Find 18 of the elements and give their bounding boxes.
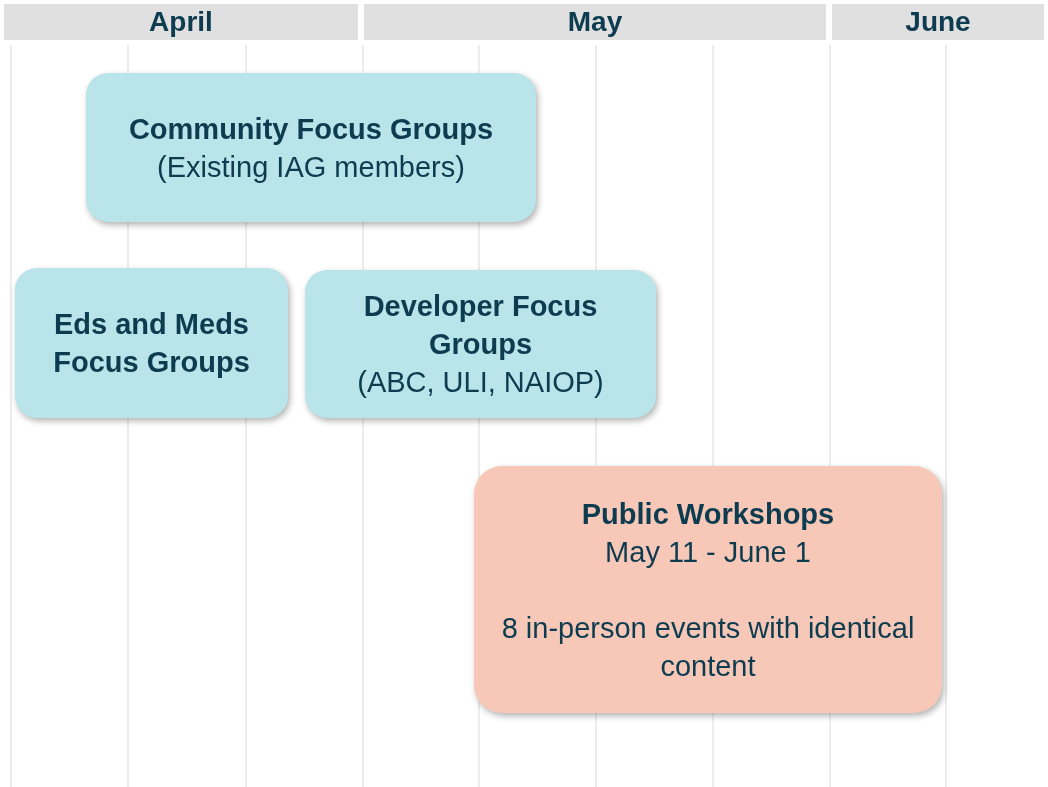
- box-text: May 11 - June 1: [605, 534, 811, 570]
- box-title: June: [905, 5, 971, 39]
- activity-box: [474, 466, 942, 713]
- month-header: [364, 4, 826, 40]
- box-text: (Existing IAG members): [157, 149, 465, 185]
- month-header: [832, 4, 1044, 40]
- activity-box: [305, 270, 656, 418]
- box-title: April: [149, 5, 213, 39]
- activity-box: [15, 268, 288, 418]
- box-title: Developer Focus Groups: [362, 289, 599, 362]
- box-title: May: [567, 5, 623, 39]
- box-title: Public Workshops: [581, 496, 835, 532]
- box-text: 8 in-person events with identical content: [500, 610, 916, 684]
- box-text: (ABC, ULI, NAIOP): [357, 365, 604, 400]
- box-title: Eds and Meds Focus Groups: [52, 307, 251, 380]
- box-title: Community Focus Groups: [128, 111, 494, 147]
- month-header: [4, 4, 358, 40]
- activity-box: [86, 73, 536, 222]
